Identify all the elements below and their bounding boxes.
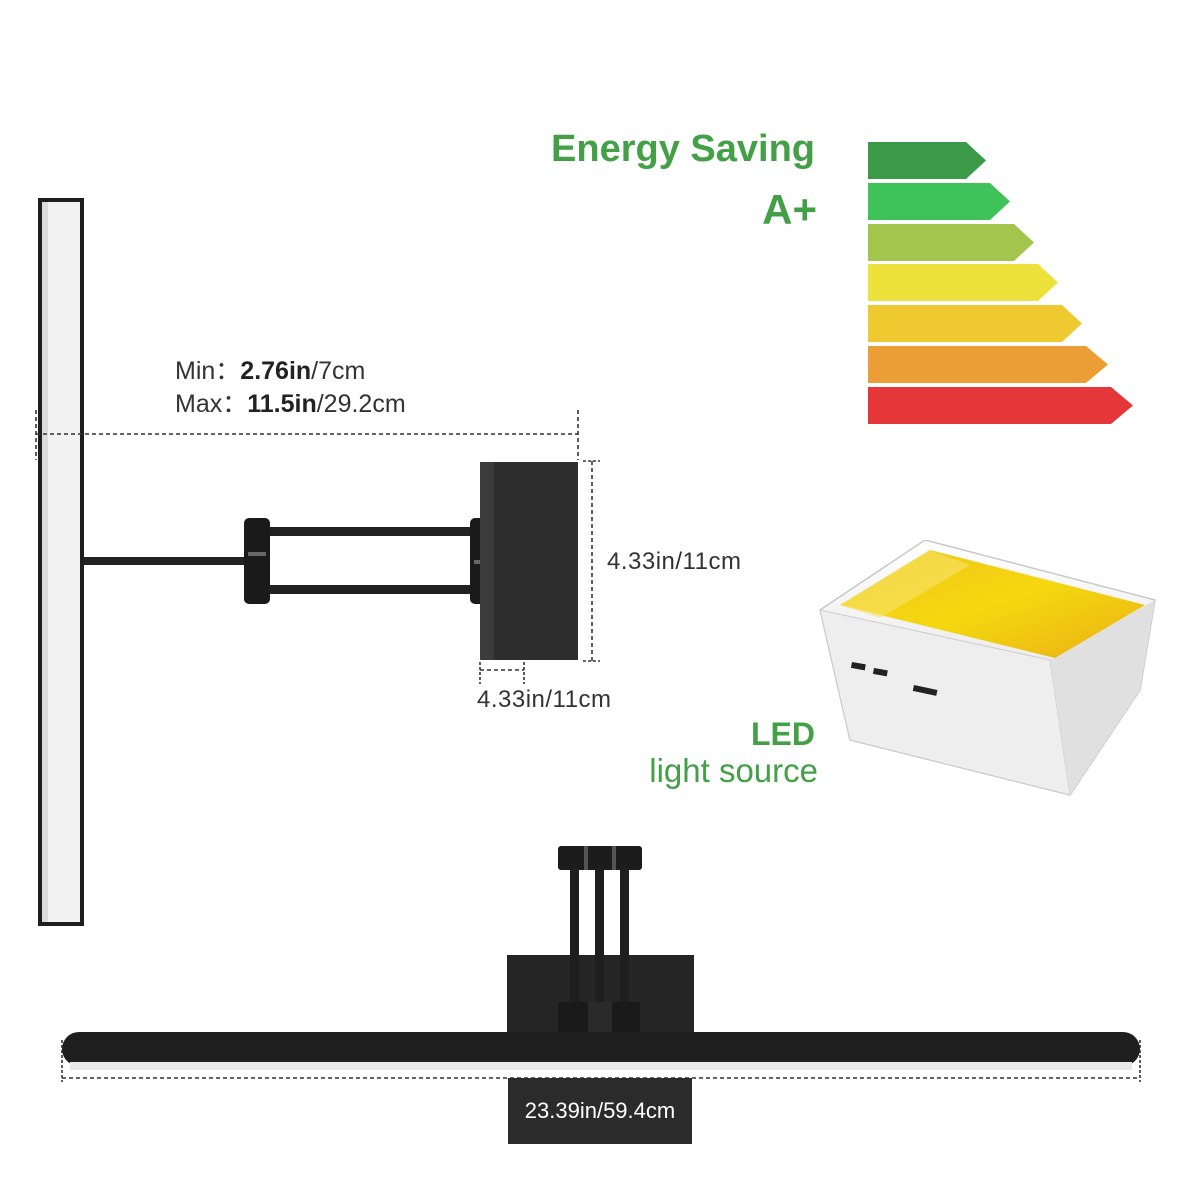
mount-depth-label: 4.33in/11cm (477, 686, 612, 713)
rating-bar-2 (868, 183, 1013, 220)
rating-bar-5 (868, 305, 1088, 342)
led-title: LED (751, 716, 815, 752)
rating-bar-7 (868, 387, 1138, 424)
rating-bar-6 (868, 346, 1113, 383)
mount-height-label: 4.33in/11cm (607, 548, 742, 575)
rating-bar-4 (868, 264, 1063, 301)
max-extension-label: Max：11.5in/29.2cm (175, 390, 406, 418)
light-source-subtitle: light source (649, 752, 818, 789)
led-module-image (819, 540, 1156, 796)
min-extension-label: Min：2.76in/7cm (175, 357, 366, 385)
rating-bar-1 (868, 142, 988, 179)
bar-length-label: 23.39in/59.4cm (508, 1078, 692, 1144)
rating-bar-3 (868, 224, 1038, 261)
energy-grade: A+ (762, 186, 817, 233)
energy-saving-title: Energy Saving (551, 128, 815, 170)
